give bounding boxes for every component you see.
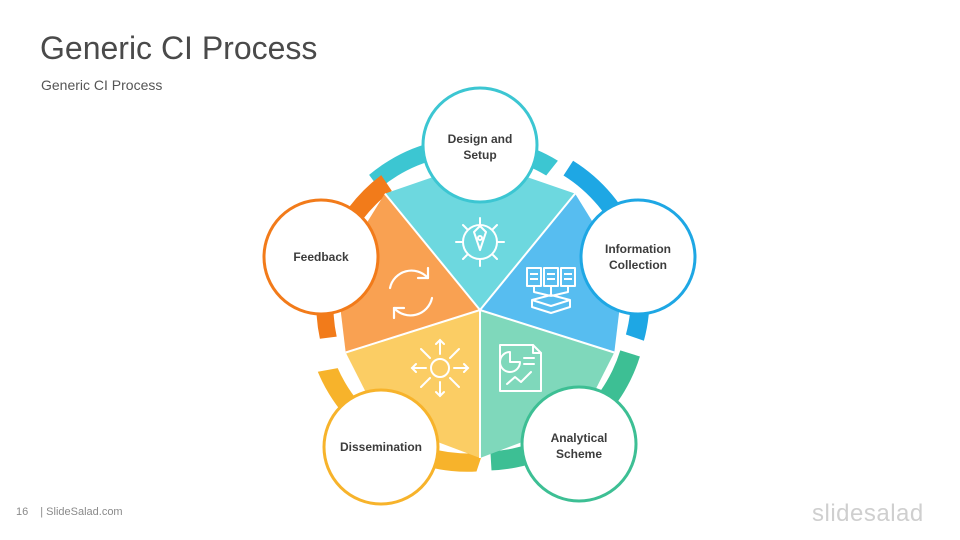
sun-arrows-icon bbox=[410, 338, 470, 398]
node-analytical-scheme: Analytical Scheme bbox=[520, 385, 638, 503]
node-analytical-scheme-label-2: Scheme bbox=[556, 447, 602, 461]
brand-logo: slidesalad bbox=[812, 500, 924, 527]
report-chart-icon bbox=[499, 344, 542, 392]
segment-dissemination bbox=[345, 310, 480, 458]
slide-subtitle: Generic CI Process bbox=[41, 77, 163, 93]
node-dissemination-label: Dissemination bbox=[340, 440, 422, 454]
node-information-collection-label-1: Information bbox=[605, 242, 671, 256]
node-design-setup: Design and Setup bbox=[421, 86, 539, 204]
node-design-setup-label-1: Design and bbox=[448, 132, 513, 146]
node-analytical-scheme-label-1: Analytical bbox=[551, 431, 608, 445]
slide-footer: 16 | SlideSalad.com bbox=[16, 506, 123, 518]
segment-analytical bbox=[480, 310, 615, 458]
slide-title: Generic CI Process bbox=[40, 30, 318, 66]
gear-pen-icon bbox=[455, 217, 505, 267]
documents-inbox-icon bbox=[526, 267, 576, 314]
node-information-collection: Information Collection bbox=[579, 198, 697, 316]
node-dissemination: Dissemination bbox=[322, 388, 440, 506]
footer-source: | SlideSalad.com bbox=[40, 506, 123, 518]
page-number: 16 bbox=[16, 506, 29, 518]
node-feedback: Feedback bbox=[262, 198, 380, 316]
refresh-cycle-icon bbox=[388, 266, 434, 320]
node-design-setup-label-2: Setup bbox=[463, 148, 496, 162]
node-feedback-label: Feedback bbox=[293, 250, 349, 264]
segment-separators bbox=[345, 192, 615, 458]
node-information-collection-label-2: Collection bbox=[609, 258, 667, 272]
